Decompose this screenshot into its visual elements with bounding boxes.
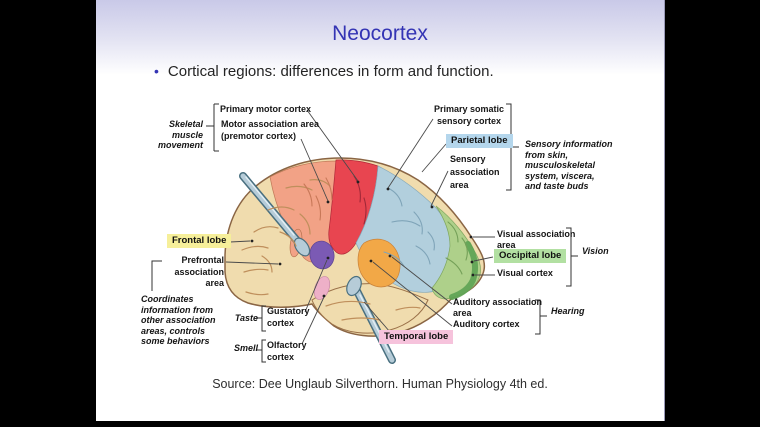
slide-title: Neocortex: [332, 22, 428, 45]
source-citation: Source: Dee Unglaub Silverthorn. Human P…: [212, 377, 548, 391]
label-taste: Taste: [234, 313, 258, 323]
label-auditory-association-area: Auditory association area: [453, 297, 543, 318]
leader-dots: [250, 180, 475, 298]
sulci-motor: [353, 175, 367, 225]
retractor-upper-icon: [239, 172, 311, 257]
sulci-frontal: [241, 179, 421, 321]
leader-lines: [225, 109, 495, 345]
label-primary-somatic-sensory-cortex: Primary somatic sensory cortex: [433, 104, 505, 126]
label-parietal-lobe: Parietal lobe: [446, 134, 513, 148]
sulci-premotor: [303, 177, 333, 221]
label-olfactory-cortex: Olfactory cortex: [267, 340, 307, 362]
label-gustatory-cortex: Gustatory cortex: [267, 306, 310, 328]
label-sensory-information: Sensory information from skin, musculosk…: [525, 139, 613, 191]
brain-illustration: [151, 103, 578, 364]
label-visual-association-area: Visual association area: [497, 229, 576, 250]
bullet-text: Cortical regions: differences in form an…: [167, 63, 494, 80]
label-motor-association-area: Motor association area (premotor cortex): [221, 119, 320, 141]
region-gustatory: [309, 240, 335, 270]
slide: Neocortex • Cortical regions: differences…: [96, 0, 665, 421]
label-smell: Smell: [233, 343, 258, 353]
bullet-item: • Cortical regions: differences in form a…: [154, 63, 494, 80]
label-frontal-lobe: Frontal lobe: [167, 234, 232, 248]
label-prefrontal-association-area: Prefrontal association area: [174, 255, 224, 288]
label-coordinates-info: Coordinates information from other assoc…: [141, 294, 216, 346]
label-visual-cortex: Visual cortex: [497, 268, 553, 278]
region-visual-cortex: [449, 241, 479, 300]
label-temporal-lobe: Temporal lobe: [379, 330, 454, 344]
label-occipital-lobe: Occipital lobe: [494, 249, 567, 263]
bullet-marker: •: [154, 63, 159, 79]
label-primary-motor-cortex: Primary motor cortex: [220, 104, 312, 114]
label-auditory-cortex: Auditory cortex: [453, 319, 520, 329]
label-vision: Vision: [582, 246, 609, 256]
sulci-parietal: [383, 187, 435, 267]
label-skeletal-muscle-movement: Skeletal muscle movement: [157, 119, 203, 150]
region-olfactory: [313, 276, 331, 300]
sulci-occipital: [445, 221, 468, 275]
letterbox-right: [665, 0, 760, 427]
label-hearing: Hearing: [551, 306, 585, 316]
letterbox-bottom: [0, 421, 760, 427]
region-primary-motor: [328, 159, 379, 255]
letterbox-left: [0, 0, 96, 427]
label-sensory-association-area: Sensory association area: [450, 154, 500, 190]
